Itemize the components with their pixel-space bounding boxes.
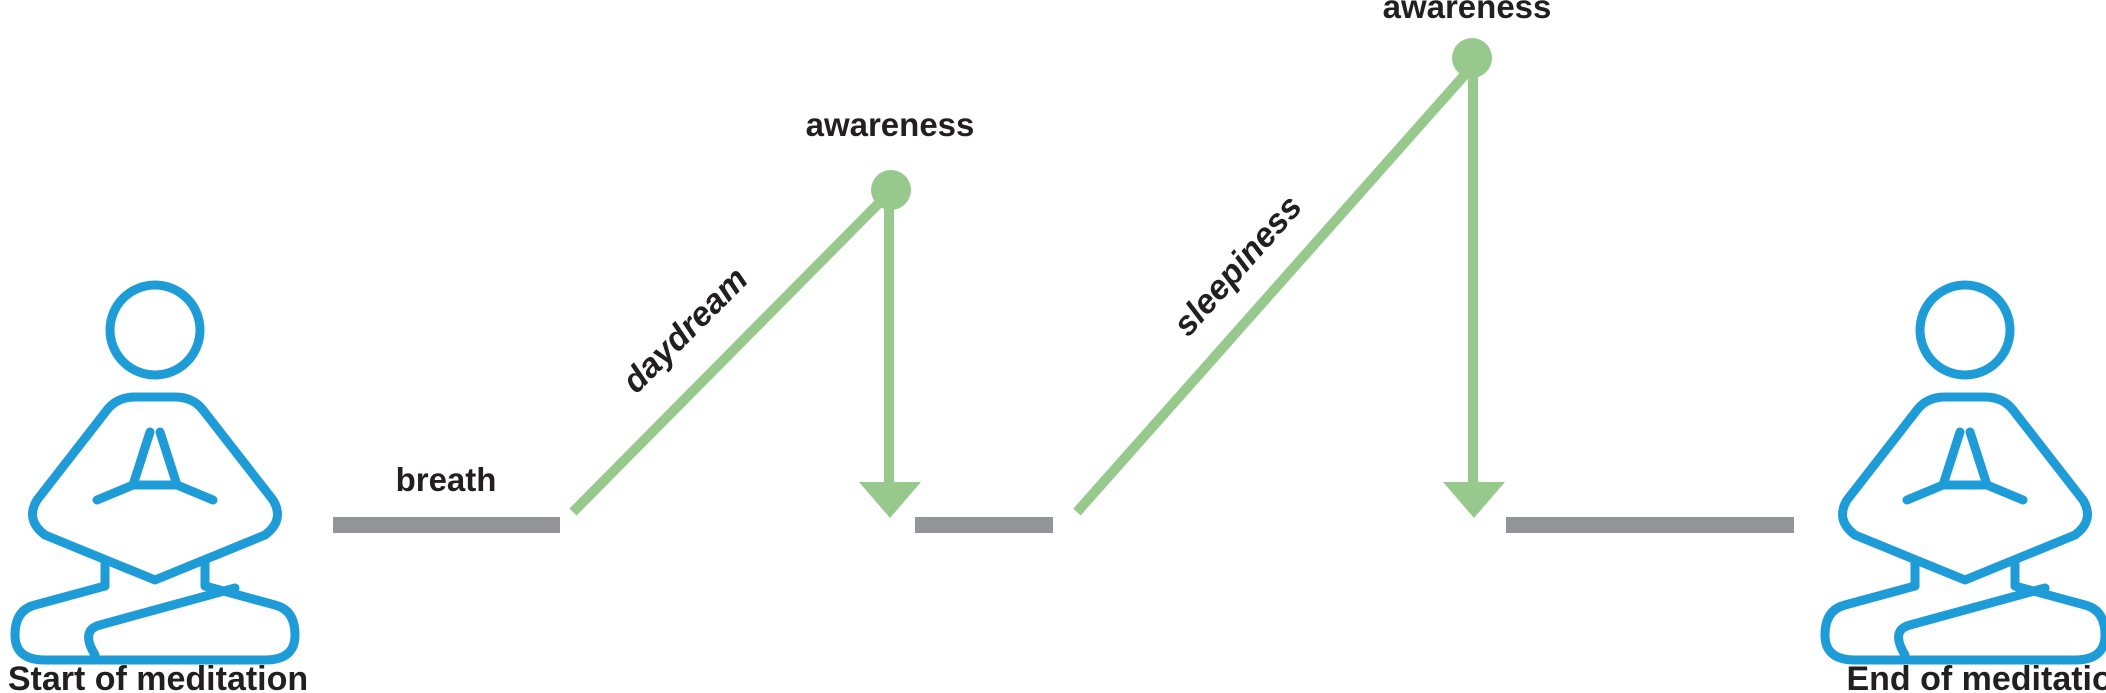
start-of-meditation-label: Start of meditation bbox=[8, 660, 308, 693]
sleepiness-drift-line bbox=[1073, 66, 1473, 516]
focus-bar-1 bbox=[333, 517, 560, 533]
awareness-node-2 bbox=[1452, 38, 1492, 78]
breath-label: breath bbox=[396, 461, 497, 498]
end-of-meditation-label: End of meditation bbox=[1846, 660, 2106, 693]
return-arrow-1-head bbox=[859, 482, 921, 518]
return-arrow-2-head bbox=[1443, 482, 1505, 518]
focus-bar-3 bbox=[1506, 517, 1794, 533]
end-meditating-person-icon bbox=[1825, 285, 2105, 660]
awareness-label-2: awareness bbox=[1383, 0, 1552, 25]
daydream-label: daydream bbox=[615, 260, 755, 400]
awareness-label-1: awareness bbox=[806, 106, 975, 143]
start-meditating-person-icon bbox=[15, 285, 295, 660]
daydream-drift-line bbox=[569, 196, 886, 516]
awareness-node-1 bbox=[871, 170, 911, 210]
focus-bar-2 bbox=[915, 517, 1053, 533]
sleepiness-label: sleepiness bbox=[1166, 188, 1310, 343]
